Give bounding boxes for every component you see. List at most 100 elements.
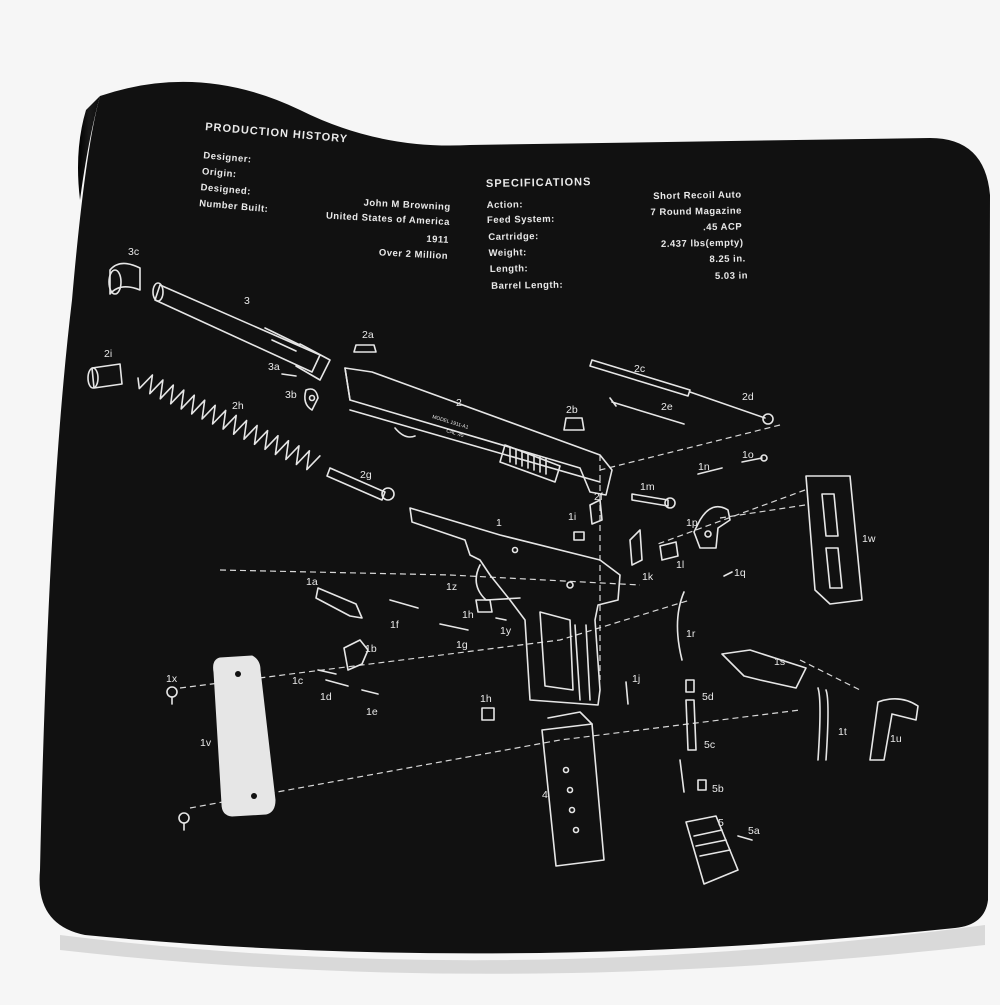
part-number-labels: 3c 3 2i 2h 3a 3b 2a 2 2g 2b 2c 2e 2d 2f … bbox=[104, 246, 902, 837]
label-1v: 1v bbox=[200, 737, 212, 749]
length-value: 8.25 in. bbox=[709, 253, 745, 265]
hammer-pin-part bbox=[625, 681, 629, 705]
designer-value: John M Browning bbox=[363, 197, 451, 213]
grip-panel-right-part bbox=[805, 475, 863, 605]
label-1l: 1l bbox=[676, 559, 684, 571]
plunger-tube-part bbox=[741, 454, 768, 463]
label-1j: 1j bbox=[632, 673, 640, 685]
label-5d: 5d bbox=[702, 691, 714, 703]
mainspring-cap-part bbox=[685, 679, 695, 693]
label-1h: 1h bbox=[462, 609, 474, 621]
label-1n: 1n bbox=[698, 461, 710, 473]
label-1t: 1t bbox=[838, 726, 847, 738]
label-1b: 1b bbox=[365, 643, 377, 655]
label-2a: 2a bbox=[362, 329, 374, 341]
label-3: 3 bbox=[244, 295, 250, 307]
plunger-spring-part bbox=[697, 467, 723, 475]
specifications: SPECIFICATIONS Action: Feed System: Cart… bbox=[486, 176, 748, 292]
label-2f: 2f bbox=[594, 491, 603, 503]
grip-screw-bushing-part bbox=[317, 669, 337, 675]
label-2h: 2h bbox=[232, 400, 244, 412]
thumb-safety-part bbox=[343, 639, 369, 671]
guide-rod-part bbox=[326, 467, 395, 501]
designed-label: Designed: bbox=[200, 182, 251, 197]
label-2i: 2i bbox=[104, 348, 112, 360]
origin-label: Origin: bbox=[202, 166, 237, 180]
label-2d: 2d bbox=[742, 391, 754, 403]
label-1r: 1r bbox=[686, 628, 696, 640]
designer-label: Designer: bbox=[203, 150, 252, 165]
label-2e: 2e bbox=[661, 401, 673, 413]
barrel-length-label: Barrel Length: bbox=[491, 280, 563, 292]
label-1f: 1f bbox=[390, 619, 399, 631]
label-1w: 1w bbox=[862, 533, 876, 545]
extractor-part bbox=[609, 397, 685, 425]
label-4: 4 bbox=[542, 789, 548, 801]
grip-screw-bottom-part bbox=[178, 812, 190, 831]
label-3a: 3a bbox=[268, 361, 280, 373]
mat-shadow bbox=[60, 925, 985, 974]
slide-stop-part bbox=[315, 587, 363, 619]
weight-value: 2.437 lbs(empty) bbox=[661, 238, 744, 250]
label-5: 5 bbox=[718, 817, 724, 829]
slide-engraving-caliber: CAL .45 bbox=[445, 428, 464, 439]
grip-screw-bushing-lower-part bbox=[481, 707, 495, 721]
safety-plunger-part bbox=[361, 689, 379, 695]
rear-sight-part bbox=[563, 417, 585, 431]
slide-part bbox=[344, 367, 613, 496]
front-sight-part bbox=[353, 344, 377, 353]
label-1: 1 bbox=[496, 517, 502, 529]
label-1k: 1k bbox=[642, 571, 654, 583]
label-2: 2 bbox=[456, 397, 462, 409]
firing-pin-part bbox=[589, 359, 691, 397]
grip-screw-top-part bbox=[166, 686, 178, 705]
label-5c: 5c bbox=[704, 739, 715, 751]
magazine-part bbox=[541, 711, 605, 867]
feed-system-value: 7 Round Magazine bbox=[650, 206, 742, 219]
number-built-value: Over 2 Million bbox=[379, 247, 449, 262]
barrel-length-value: 5.03 in bbox=[715, 270, 748, 282]
label-1o: 1o bbox=[742, 449, 754, 461]
label-2c: 2c bbox=[634, 363, 645, 375]
label-1e: 1e bbox=[366, 706, 378, 718]
mainspring-retainer-part bbox=[679, 759, 707, 793]
label-5a: 5a bbox=[748, 825, 760, 837]
link-pin-part bbox=[281, 373, 297, 377]
plunger-pin-part bbox=[631, 493, 676, 509]
grip-panel-left-part bbox=[213, 655, 276, 817]
slide-stop-pin-part bbox=[389, 599, 419, 609]
label-1p: 1p bbox=[686, 517, 698, 529]
spring-plug-part bbox=[87, 363, 123, 389]
firing-pin-stop-part bbox=[589, 499, 603, 525]
label-1g: 1g bbox=[456, 639, 468, 651]
mainspring-housing-pin-part bbox=[676, 591, 685, 661]
label-1x: 1x bbox=[166, 673, 178, 685]
weight-label: Weight: bbox=[488, 247, 526, 259]
mainspring-housing-pin-retainer-part bbox=[737, 835, 753, 841]
cartridge-label: Cartridge: bbox=[488, 231, 539, 243]
mainspring-part bbox=[685, 699, 697, 751]
label-1y: 1y bbox=[500, 625, 512, 637]
trigger-part bbox=[869, 698, 919, 761]
mat-curl-edge bbox=[78, 96, 100, 200]
label-5b: 5b bbox=[712, 783, 724, 795]
label-1h-lower: 1h bbox=[480, 693, 492, 705]
cartridge-value: .45 ACP bbox=[703, 222, 742, 234]
sear-spring-part bbox=[817, 687, 829, 761]
label-1d: 1d bbox=[320, 691, 332, 703]
label-1i: 1i bbox=[568, 511, 576, 523]
barrel-part bbox=[152, 282, 331, 381]
action-label: Action: bbox=[487, 199, 523, 211]
label-1u: 1u bbox=[890, 733, 902, 745]
specifications-title: SPECIFICATIONS bbox=[486, 176, 592, 190]
ejector-pin-part bbox=[439, 623, 469, 631]
label-3c: 3c bbox=[128, 246, 139, 258]
label-1s: 1s bbox=[774, 656, 785, 668]
label-1q: 1q bbox=[734, 567, 746, 579]
recoil-spring-part bbox=[137, 374, 321, 471]
hammer-strut-pin-part bbox=[723, 571, 733, 577]
plunger-lever-part bbox=[325, 679, 349, 687]
firing-pin-spring-part bbox=[689, 391, 774, 425]
sear-part bbox=[629, 529, 643, 566]
